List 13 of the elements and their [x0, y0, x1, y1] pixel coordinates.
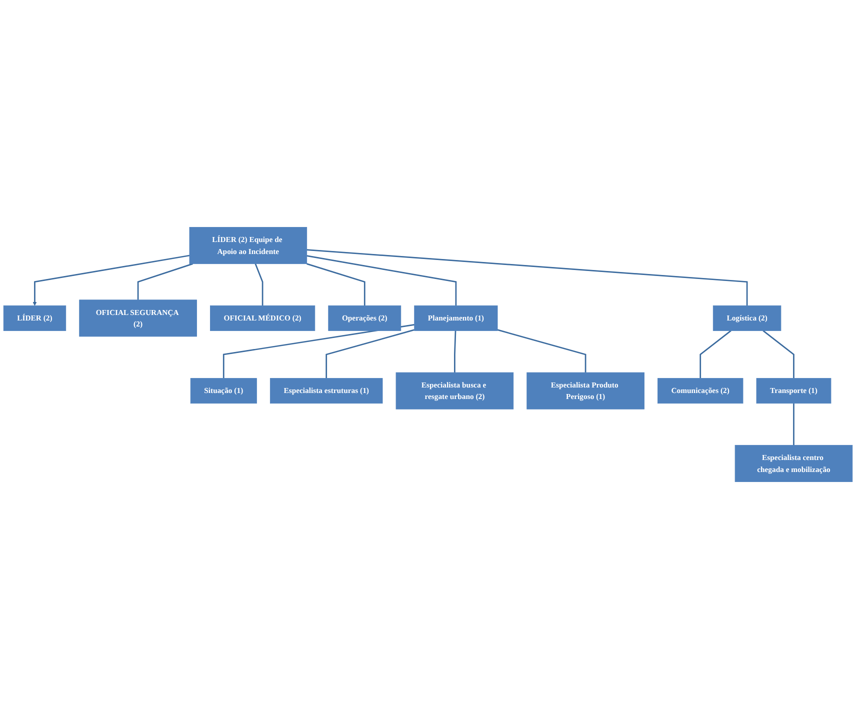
- connector: [326, 329, 415, 378]
- connector: [222, 324, 414, 378]
- connector: [497, 329, 586, 373]
- arrow: [32, 254, 190, 306]
- connector: [762, 330, 794, 378]
- connector: [454, 330, 456, 373]
- connector: [700, 330, 732, 378]
- connector: [306, 249, 748, 306]
- connector: [254, 264, 264, 306]
- connector: [137, 263, 193, 300]
- connector: [306, 255, 457, 306]
- connector: [306, 263, 366, 306]
- connector: [793, 403, 794, 446]
